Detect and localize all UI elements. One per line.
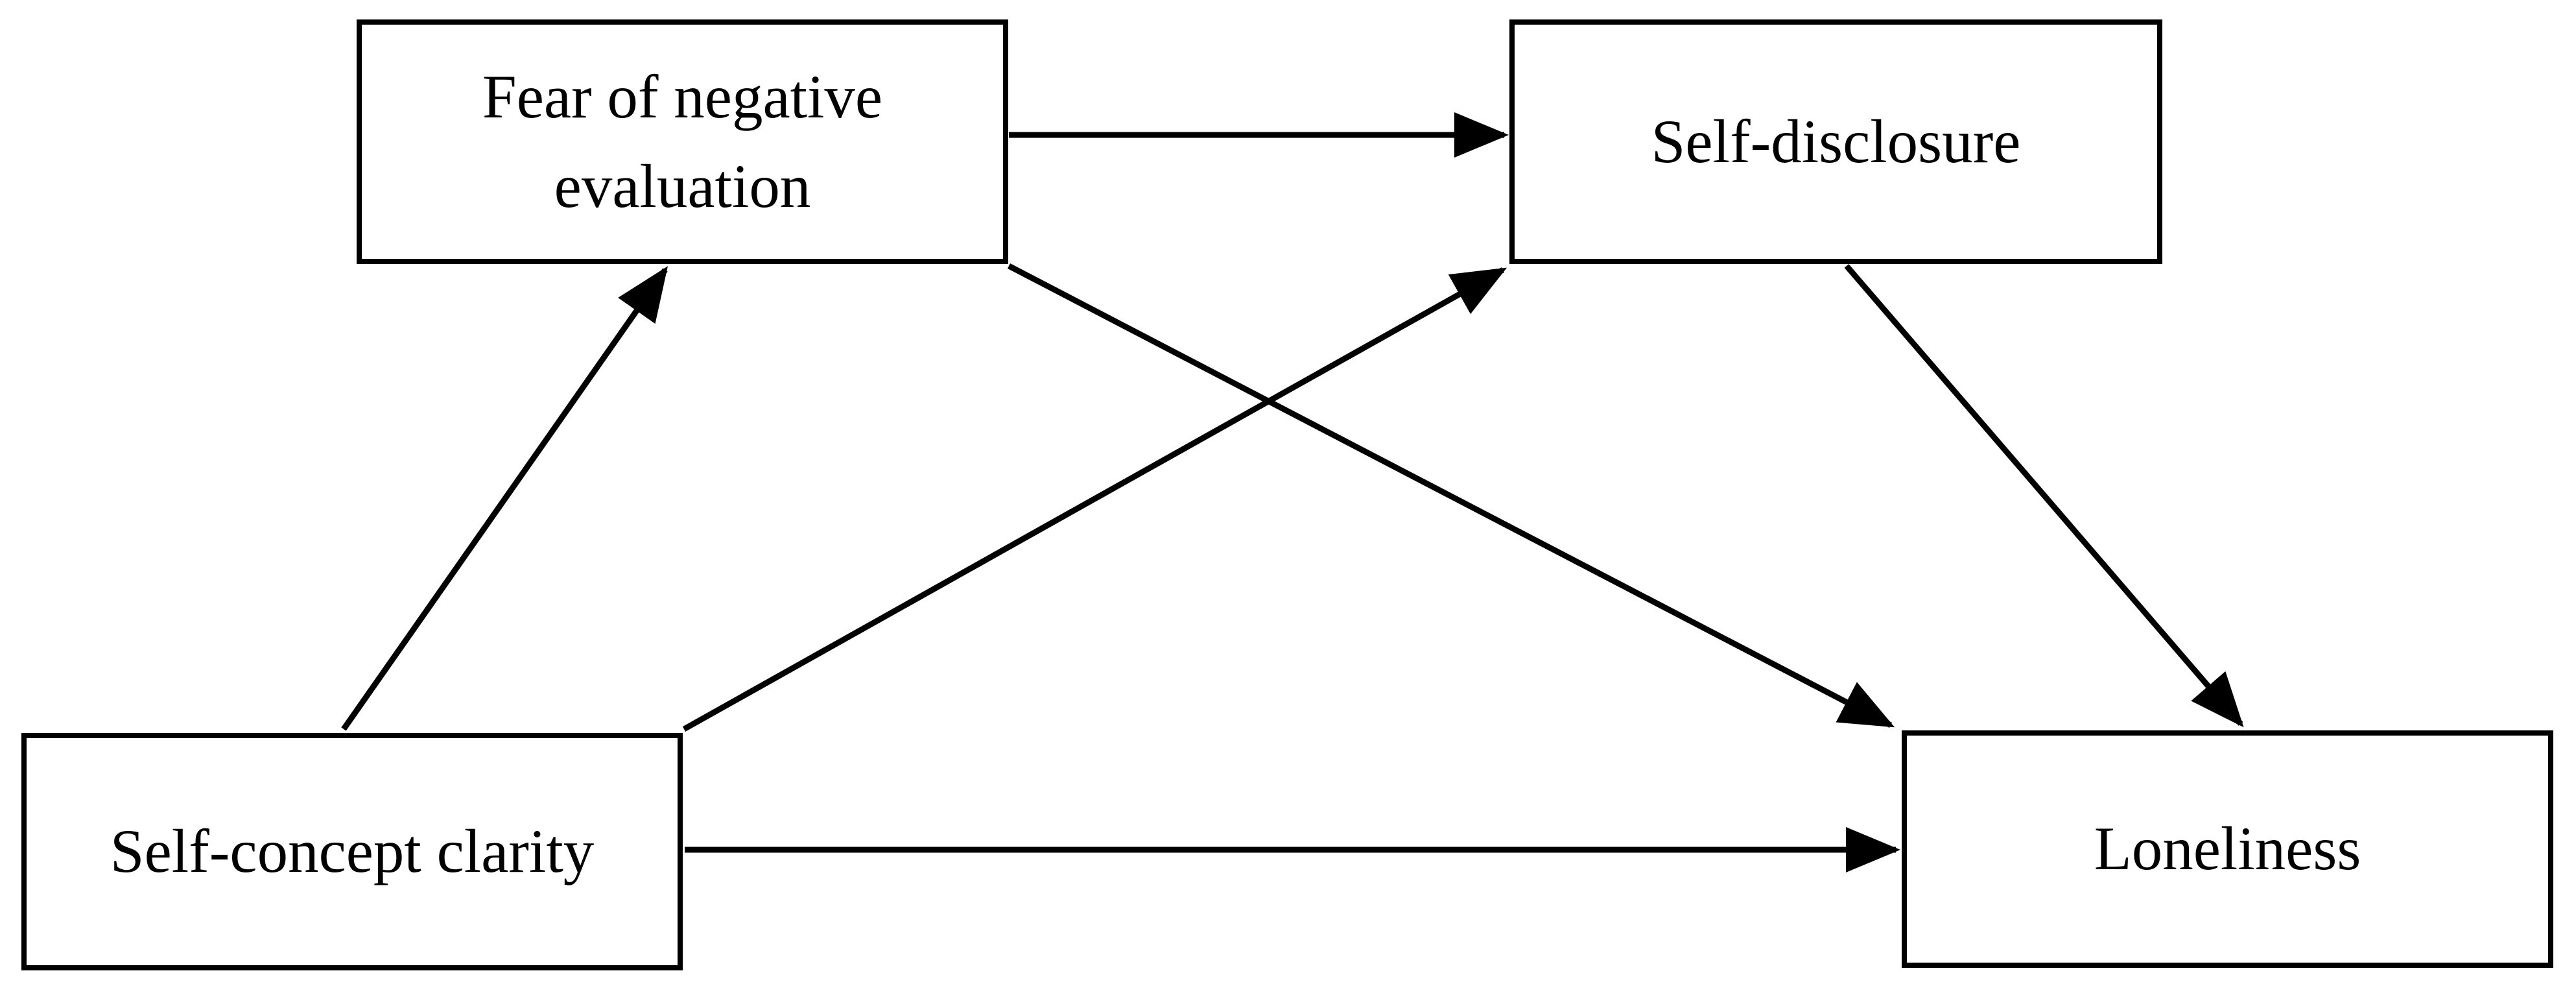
arrow-fear_of_negative_evaluation-to-loneliness: [1007, 263, 1895, 728]
node-fear-of-negative-evaluation-label: Fear of negative evaluation: [482, 62, 883, 221]
arrow-self_disclosure-to-loneliness: [1844, 264, 2244, 728]
node-fear-of-negative-evaluation: Fear of negative evaluation: [357, 19, 1008, 264]
arrow-self_concept_clarity-to-self_disclosure: [682, 267, 1507, 732]
node-loneliness-label: Loneliness: [2094, 814, 2361, 883]
node-loneliness: Loneliness: [1902, 730, 2553, 968]
node-self-disclosure: Self-disclosure: [1509, 19, 2162, 264]
arrow-self_concept_clarity-to-fear_of_negative_evaluation: [341, 266, 668, 731]
node-self-concept-clarity: Self-concept clarity: [21, 733, 683, 970]
node-self-disclosure-label: Self-disclosure: [1651, 106, 2021, 176]
node-self-concept-clarity-label: Self-concept clarity: [110, 817, 595, 886]
